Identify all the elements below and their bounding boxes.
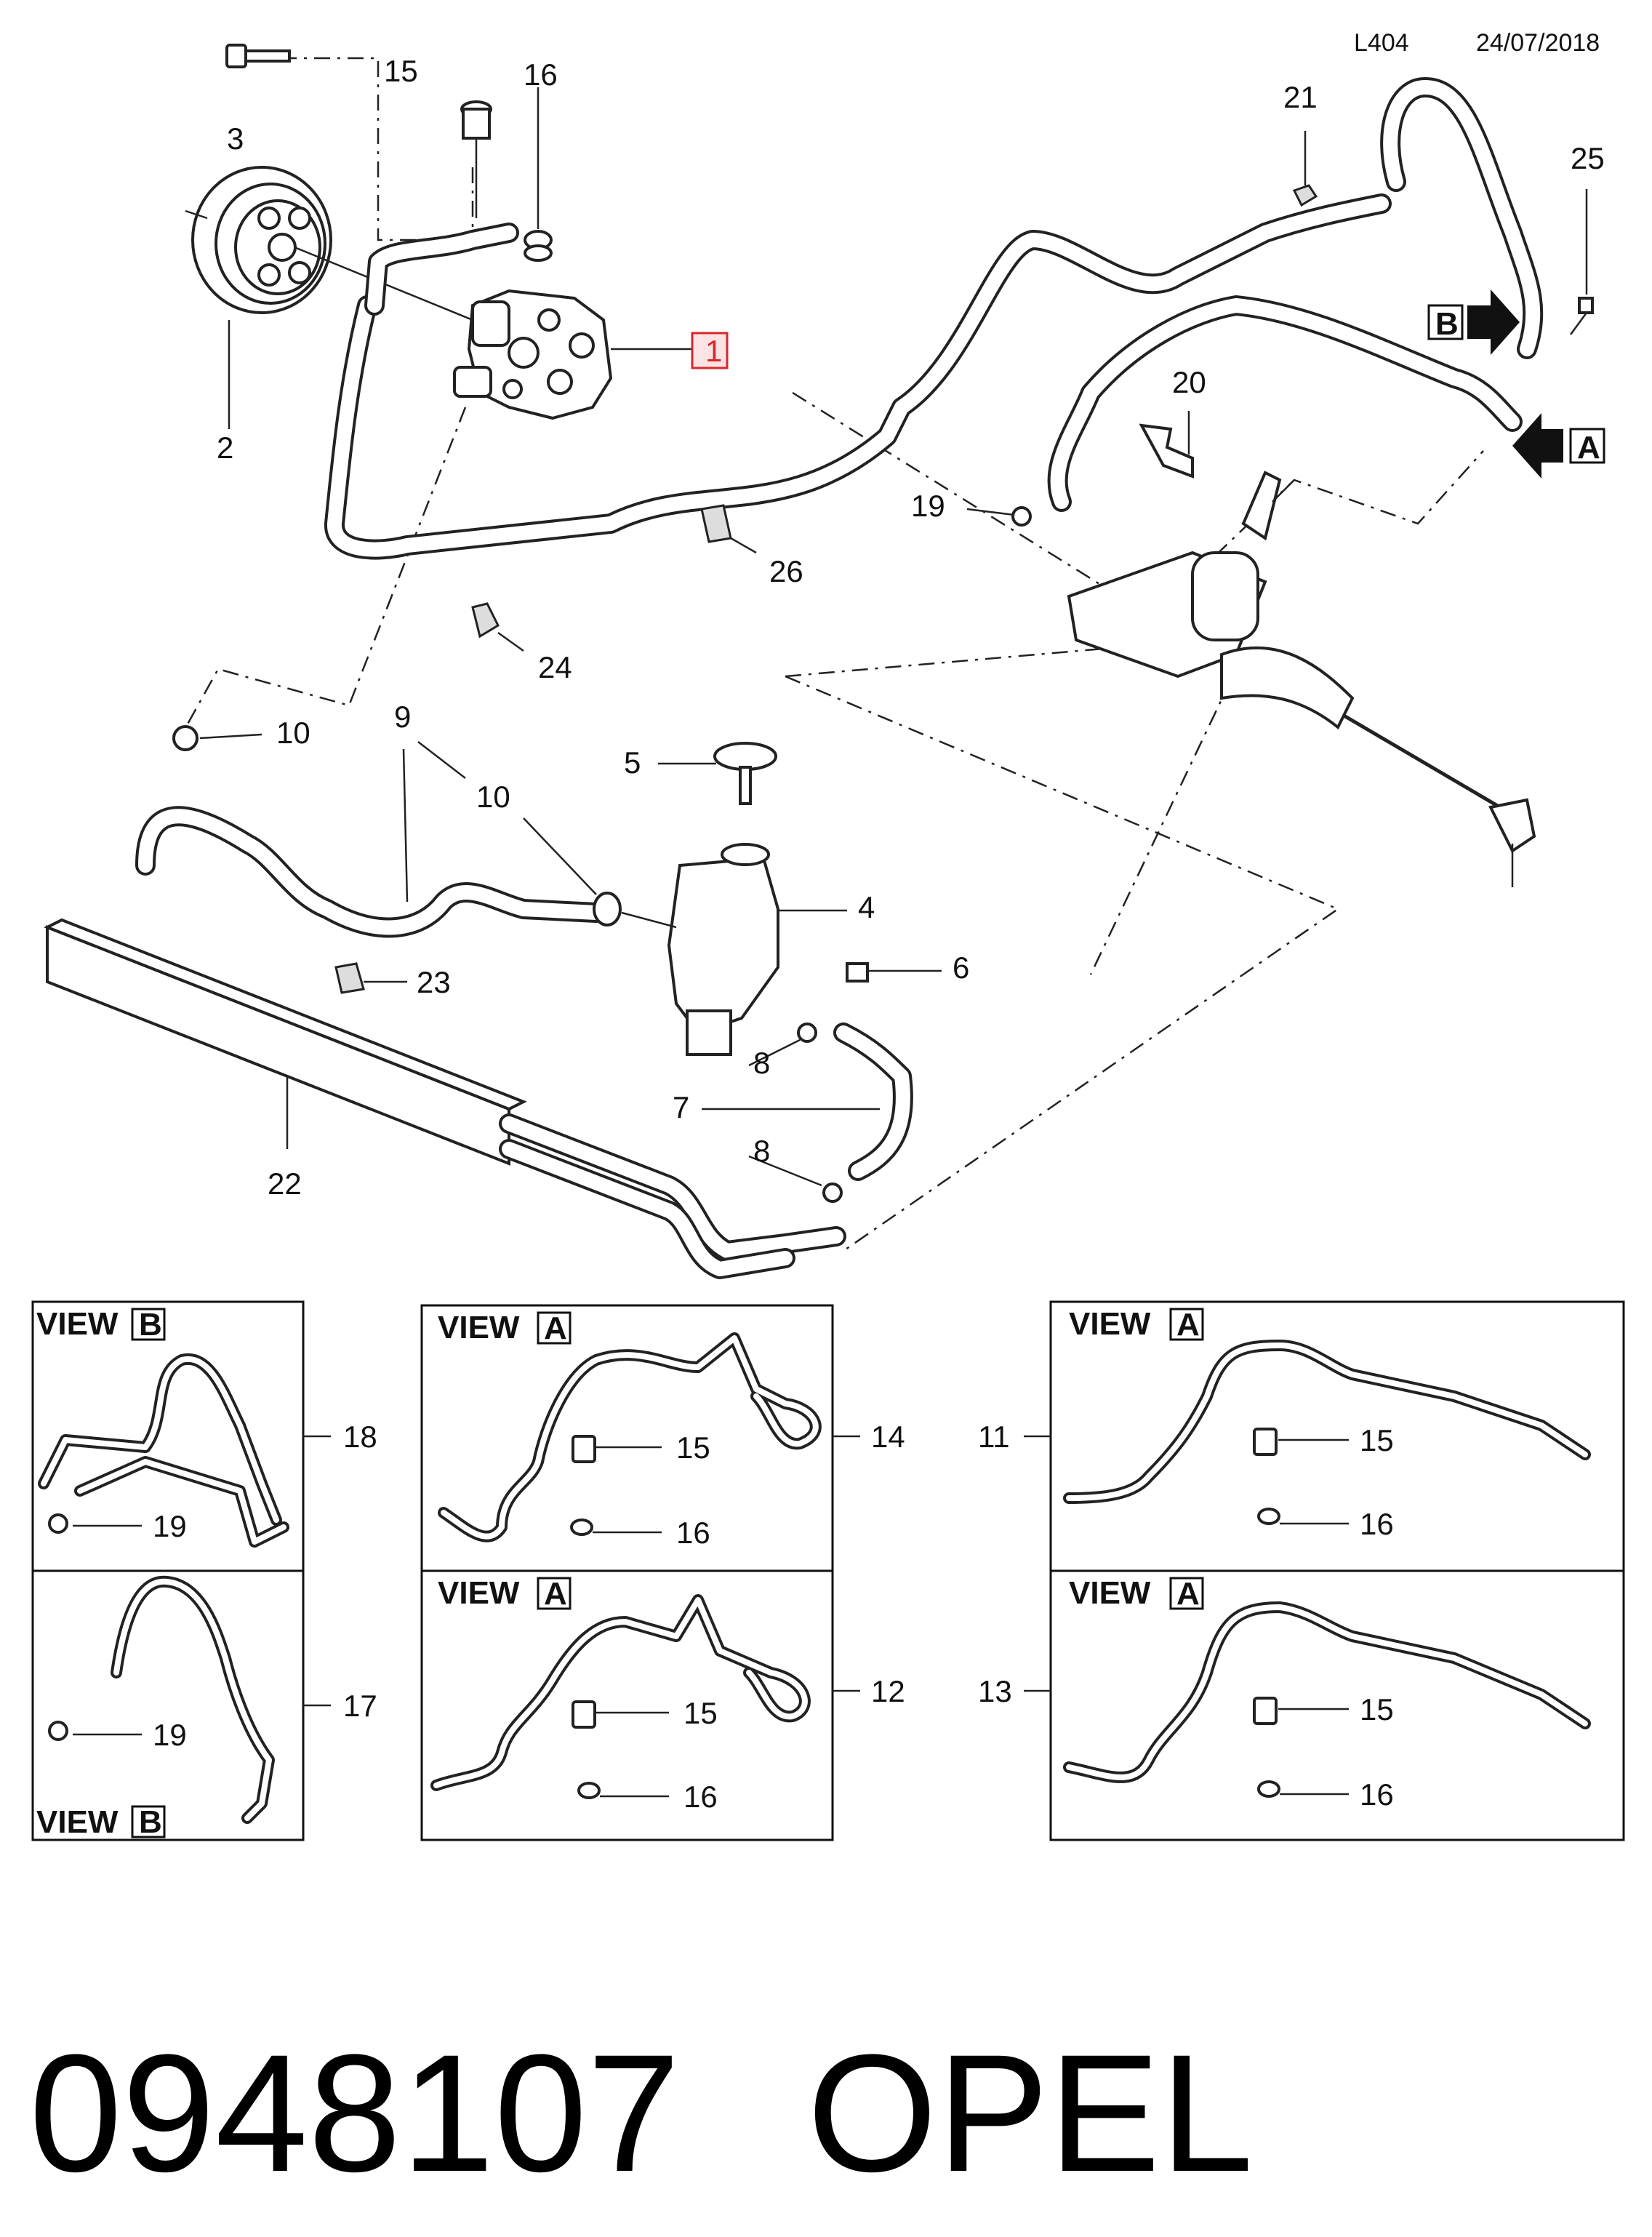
- view-12-callout-15: 15: [683, 1696, 718, 1730]
- view-14-callout-15: 15: [676, 1430, 710, 1465]
- callout-22: 22: [268, 1166, 302, 1201]
- svg-text:VIEW: VIEW: [1069, 1575, 1151, 1611]
- svg-text:A: A: [1176, 1576, 1200, 1612]
- view-12-callout: 12: [871, 1674, 905, 1708]
- banjo-bolt: [460, 100, 492, 218]
- callout-2: 2: [217, 431, 233, 465]
- view-13-callout-15: 15: [1360, 1692, 1394, 1726]
- bolt: [225, 44, 291, 68]
- view-panel-14: VIEW A 15 16 14: [420, 1304, 905, 1572]
- svg-text:A: A: [544, 1310, 567, 1346]
- steering-rack: [1067, 471, 1536, 887]
- callout-6: 6: [953, 951, 969, 985]
- svg-text:VIEW: VIEW: [438, 1310, 520, 1345]
- view-17-callout: 17: [343, 1689, 377, 1723]
- svg-text:A: A: [544, 1576, 567, 1612]
- view-17-callout-19: 19: [153, 1718, 187, 1752]
- diagram-date: 24/07/2018: [1476, 29, 1600, 57]
- brand-name: OPEL: [807, 2020, 1254, 2206]
- view-panel-17: 19 VIEW B 17: [31, 1569, 377, 1841]
- svg-text:B: B: [139, 1307, 162, 1342]
- callout-25: 25: [1571, 141, 1605, 175]
- highlight-box[interactable]: [691, 332, 729, 369]
- callout-26: 26: [769, 554, 803, 588]
- view-panel-18: VIEW B 19 18: [31, 1300, 377, 1572]
- main-callouts: 1 2 3 4 5 6 7 8 8 9 10 10 15 16 19 20 21…: [217, 54, 1605, 1201]
- pulley: [185, 166, 473, 321]
- clip-ring: [524, 87, 553, 262]
- callout-19: 19: [911, 489, 945, 523]
- callout-23: 23: [417, 965, 451, 999]
- oil-cooler: [44, 918, 846, 1279]
- callout-1: 1: [705, 334, 722, 368]
- callout-5: 5: [624, 745, 641, 780]
- svg-text:B: B: [1435, 306, 1459, 342]
- reservoir-cap: [658, 742, 777, 805]
- bolt-25: [1569, 189, 1594, 335]
- view-11-callout-16: 16: [1360, 1507, 1394, 1541]
- view-b-marker: B: [1427, 289, 1520, 355]
- callout-4: 4: [858, 890, 875, 924]
- view-14-callout: 14: [871, 1420, 905, 1454]
- callout-8b: 8: [753, 1134, 770, 1168]
- return-hose: [135, 806, 677, 938]
- callout-15: 15: [384, 54, 418, 88]
- view-11-callout: 11: [978, 1420, 1010, 1454]
- view-13-callout: 13: [978, 1674, 1012, 1708]
- callout-16: 16: [524, 57, 558, 92]
- svg-text:B: B: [139, 1804, 162, 1840]
- part-number: 0948107: [29, 2020, 680, 2206]
- view-18-callout: 18: [343, 1420, 377, 1454]
- view-12-callout-16: 16: [683, 1780, 718, 1814]
- callout-20: 20: [1172, 365, 1206, 399]
- clip-23: [334, 962, 407, 994]
- svg-text:VIEW: VIEW: [1069, 1306, 1151, 1342]
- view-14-callout-16: 16: [676, 1516, 710, 1550]
- power-steering-pump: [453, 289, 692, 420]
- view-a-marker: A: [1512, 413, 1605, 479]
- callout-9: 9: [394, 700, 411, 734]
- cooler-hose: [702, 1023, 913, 1203]
- clip-24: [471, 602, 524, 652]
- bracket-20: [1139, 411, 1194, 479]
- svg-text:VIEW: VIEW: [438, 1575, 520, 1611]
- callout-8a: 8: [753, 1046, 770, 1080]
- svg-text:A: A: [1577, 430, 1600, 465]
- screw-6: [846, 962, 942, 983]
- pressure-hose: [324, 77, 1544, 560]
- view-18-callout-19: 19: [153, 1509, 187, 1543]
- view-11-callout-15: 15: [1360, 1423, 1394, 1457]
- callout-10a: 10: [276, 716, 310, 750]
- callout-3: 3: [227, 121, 244, 156]
- clip-26: [700, 504, 757, 554]
- svg-text:VIEW: VIEW: [36, 1804, 119, 1840]
- callout-24: 24: [538, 650, 572, 684]
- svg-text:A: A: [1176, 1307, 1200, 1342]
- callout-7: 7: [673, 1090, 689, 1124]
- view-panel-13: VIEW A 15 16 13: [978, 1569, 1625, 1841]
- fluid-reservoir: [667, 843, 847, 1056]
- callout-10b: 10: [476, 780, 510, 814]
- svg-text:VIEW: VIEW: [36, 1306, 119, 1342]
- view-panel-12: VIEW A 15 16 12: [420, 1569, 905, 1841]
- clamp-10: [172, 725, 262, 751]
- callout-21: 21: [1283, 80, 1318, 114]
- view-panel-11: VIEW A 15 16 11: [978, 1300, 1625, 1572]
- diagram-code: L404: [1354, 29, 1409, 57]
- view-13-callout-16: 16: [1360, 1777, 1394, 1812]
- clip-21: [1292, 131, 1318, 207]
- clip-19: [966, 506, 1032, 527]
